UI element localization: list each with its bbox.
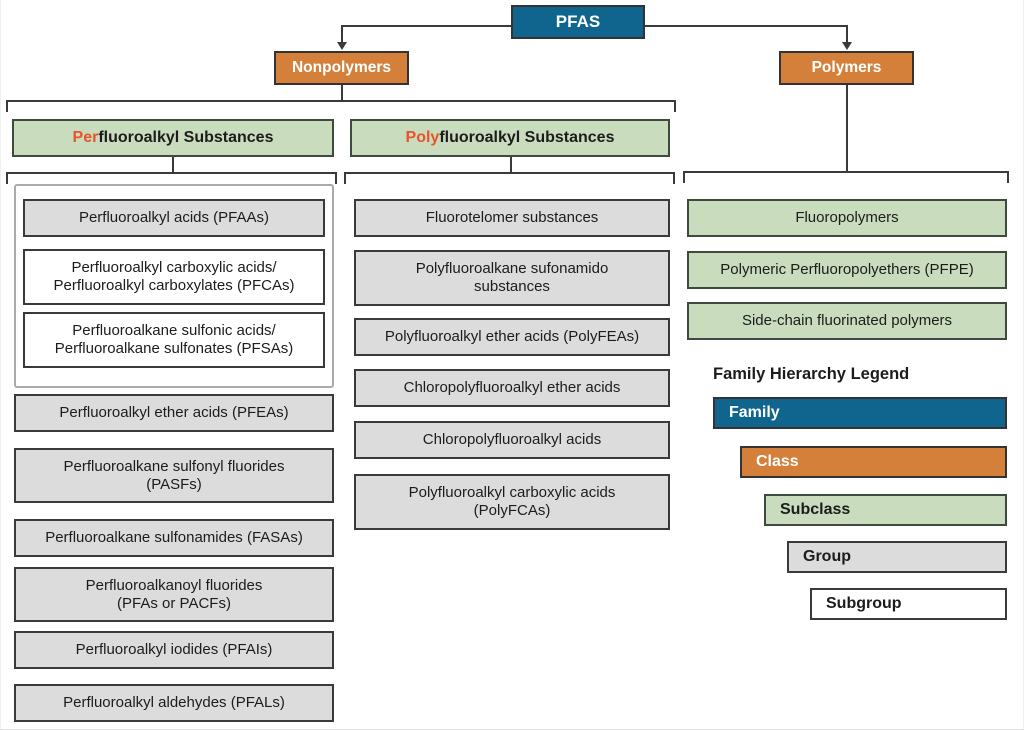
node-pfsas-line1: Perfluoroalkane sulfonic acids/ [72,322,276,340]
node-pfpe-label: Polymeric Perfluoropolyethers (PFPE) [720,261,974,279]
node-perfluoroalkyl-substances-label: Perfluoroalkyl Substances [73,129,274,148]
node-polyfcas[interactable]: Polyfluoroalkyl carboxylic acids (PolyFC… [354,474,670,530]
node-polyfcas-line2: (PolyFCAs) [473,502,551,519]
node-pfas-pacfs[interactable]: Perfluoroalkanoyl fluorides (PFAs or PAC… [14,567,334,622]
connector-pfas-to-nonpolymers [341,25,343,43]
prefix-poly: Poly [405,128,440,146]
bracket-perfluoroalkyl-groups [6,172,337,184]
node-polymers[interactable]: Polymers [779,51,914,85]
node-polyfluoroalkyl-substances-rest: fluoroalkyl Substances [439,128,615,146]
connector-polyfluoroalkyl-down [510,157,512,173]
node-polyfeas-line1: Polyfluoroalkyl ether acids (PolyFEAs) [384,328,640,346]
node-pfeas-line1: Perfluoroalkyl ether acids (PFEAs) [59,404,289,422]
node-pasfs-line1: Perfluoroalkane sulfonyl fluorides [63,457,285,475]
node-pfcas-line1: Perfluoroalkyl carboxylic acids/ [71,259,277,277]
node-nonpolymers[interactable]: Nonpolymers [274,51,409,85]
node-polyfluoroalkane-sufonamido[interactable]: Polyfluoroalkane sufonamido substances [354,250,670,306]
node-pasfs-line2: (PASFs) [146,475,202,493]
node-pfaas-label: Perfluoroalkyl acids (PFAAs) [78,209,270,227]
connector-pfas-to-polymers [846,25,848,43]
node-perfluoroalkyl-substances-rest: fluoroalkyl Substances [98,128,274,146]
legend-item-family-label: Family [729,403,780,421]
connector-nonpolymers-down [341,85,343,101]
node-pfpe[interactable]: Polymeric Perfluoropolyethers (PFPE) [687,251,1007,289]
node-chloropolyfluoroalkyl-acids[interactable]: Chloropolyfluoroalkyl acids [354,421,670,459]
legend-item-family: Family [713,397,1007,429]
node-fluorotelomer-substances[interactable]: Fluorotelomer substances [354,199,670,237]
arrow-to-nonpolymers [337,42,347,50]
node-pfais-line1: Perfluoroalkyl iodides (PFAIs) [75,641,273,659]
node-fluorotelomer-substances-line1: Fluorotelomer substances [425,209,599,227]
bracket-nonpolymers-children [6,100,676,112]
bracket-polymers-children [683,171,1009,183]
node-polyfcas-line1: Polyfluoroalkyl carboxylic acids [408,484,616,502]
node-polyfeas[interactable]: Polyfluoroalkyl ether acids (PolyFEAs) [354,318,670,356]
connector-perfluoroalkyl-down [172,157,174,173]
node-pfas-pacfs-line1: Perfluoroalkanoyl fluorides [85,576,263,594]
node-pfaas[interactable]: Perfluoroalkyl acids (PFAAs) [23,199,325,237]
node-pfas[interactable]: PFAS [511,5,645,39]
node-pfsas-line2: Perfluoroalkane sulfonates (PFSAs) [54,340,294,357]
node-polyfluoroalkane-sufonamido-line2: substances [474,278,550,295]
legend-title: Family Hierarchy Legend [713,365,910,383]
legend-item-subclass-label: Subclass [780,500,851,518]
node-chloropolyfluoroalkyl-ether-acids-line1: Chloropolyfluoroalkyl ether acids [403,379,621,397]
node-pfsas[interactable]: Perfluoroalkane sulfonic acids/ Perfluor… [23,312,325,368]
page-edge-left [0,0,1,730]
node-pfals-line1: Perfluoroalkyl aldehydes (PFALs) [63,694,285,712]
connector-pfas-right [645,25,848,27]
node-perfluoroalkyl-substances[interactable]: Perfluoroalkyl Substances [12,119,334,157]
node-pasfs[interactable]: Perfluoroalkane sulfonyl fluorides (PASF… [14,448,334,503]
node-fasas[interactable]: Perfluoroalkane sulfonamides (FASAs) [14,519,334,557]
prefix-per: Per [72,128,99,146]
node-side-chain-fluorinated-polymers[interactable]: Side-chain fluorinated polymers [687,302,1007,340]
node-pfas-pacfs-line2: (PFAs or PACFs) [117,594,231,612]
node-pfcas[interactable]: Perfluoroalkyl carboxylic acids/ Perfluo… [23,249,325,305]
node-polyfluoroalkane-sufonamido-line1: Polyfluoroalkane sufonamido [415,260,609,278]
connector-polymers-down [846,85,848,172]
node-pfais[interactable]: Perfluoroalkyl iodides (PFAIs) [14,631,334,669]
legend-item-subgroup: Subgroup [810,588,1007,620]
node-chloropolyfluoroalkyl-ether-acids[interactable]: Chloropolyfluoroalkyl ether acids [354,369,670,407]
node-side-chain-fluorinated-polymers-label: Side-chain fluorinated polymers [741,312,953,330]
node-pfeas[interactable]: Perfluoroalkyl ether acids (PFEAs) [14,394,334,432]
legend-item-subclass: Subclass [764,494,1007,526]
node-pfas-label: PFAS [555,11,601,31]
node-polymers-label: Polymers [811,58,882,76]
node-polyfluoroalkyl-substances[interactable]: Polyfluoroalkyl Substances [350,119,670,157]
legend-item-class-label: Class [756,452,799,470]
node-pfcas-line2: Perfluoroalkyl carboxylates (PFCAs) [53,277,295,294]
legend-item-subgroup-label: Subgroup [826,594,902,612]
connector-pfas-left [341,25,511,27]
node-fasas-line1: Perfluoroalkane sulfonamides (FASAs) [45,529,303,547]
legend-item-class: Class [740,446,1007,478]
arrow-to-polymers [842,42,852,50]
legend-item-group: Group [787,541,1007,573]
node-fluoropolymers-label: Fluoropolymers [795,209,899,227]
node-chloropolyfluoroalkyl-acids-line1: Chloropolyfluoroalkyl acids [422,431,602,449]
node-polyfluoroalkyl-substances-label: Polyfluoroalkyl Substances [406,129,615,148]
node-pfals[interactable]: Perfluoroalkyl aldehydes (PFALs) [14,684,334,722]
node-fluoropolymers[interactable]: Fluoropolymers [687,199,1007,237]
legend-item-group-label: Group [803,547,851,565]
node-nonpolymers-label: Nonpolymers [291,58,392,76]
bracket-polyfluoroalkyl-groups [344,172,675,184]
